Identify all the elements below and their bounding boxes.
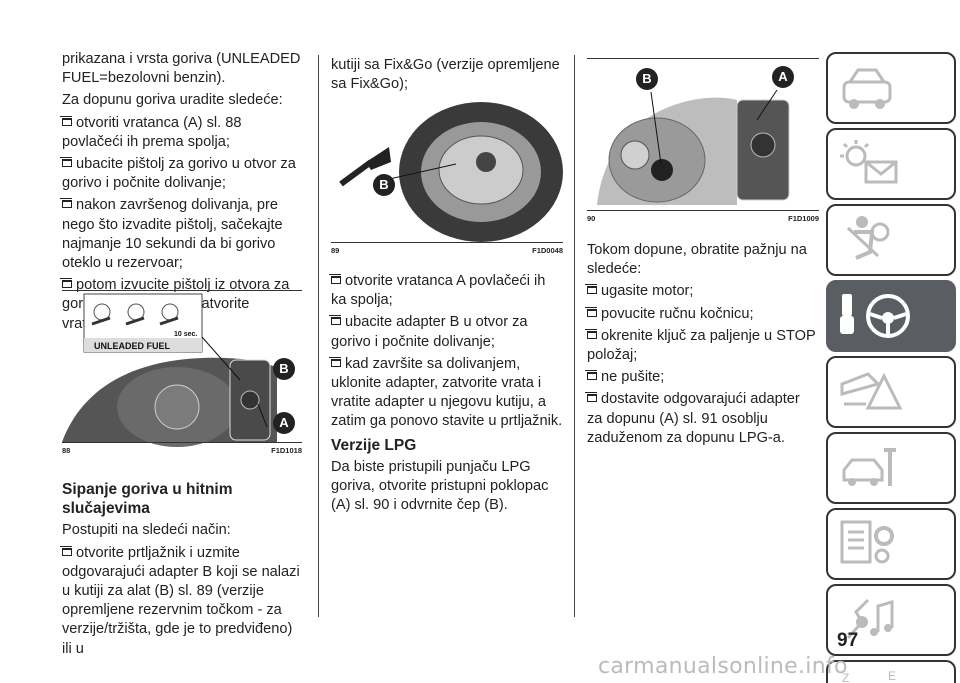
tab-dashboard[interactable] (826, 52, 956, 124)
watermark: carmanualsonline.info (598, 654, 848, 679)
list-item: okrenite ključ za paljenje u STOP položa… (585, 327, 819, 365)
bullet-icon (60, 115, 72, 126)
bullet-icon (585, 370, 597, 381)
bullet-icon (329, 274, 341, 284)
figure-number: 88 (62, 446, 71, 455)
tab-multimedia[interactable] (826, 584, 956, 656)
list-item-text: otvoriti vratanca (A) sl. 88 povlačeći i… (62, 114, 242, 150)
list-item: ubacite adapter B u otvor za gorivo i po… (329, 313, 563, 351)
figure-rule (587, 58, 819, 59)
safety-airbag-icon (846, 216, 890, 260)
figure-rule (587, 210, 819, 211)
paragraph: Da biste pristupili punjaču LPG goriva, … (331, 458, 549, 514)
warning-lights-icon (840, 140, 898, 184)
bullet-icon (60, 278, 72, 289)
figure-rule (62, 290, 302, 291)
list-item-text: ubacite adapter B u otvor za gorivo i po… (331, 314, 528, 350)
column-divider (318, 55, 319, 617)
bullet-icon (585, 306, 597, 317)
callout-a: A (772, 66, 794, 88)
column-3: Tokom dopune, obratite pažnju na sledeće… (585, 241, 819, 451)
list-item: otvoriti vratanca (A) sl. 88 povlačeći i… (60, 114, 302, 152)
figure-rule (331, 242, 563, 243)
car-dashboard-icon (842, 68, 892, 109)
list-item-text: otvorite prtljažnik i uzmite odgovarajuć… (62, 544, 300, 657)
list-item: nakon završenog dolivanja, pre nego što … (60, 196, 302, 273)
list-item: dostavite odgovarajući adapter za dopunu… (585, 390, 819, 448)
list-item-text: ne pušite; (601, 369, 665, 386)
list-item: ubacite pištolj za gorivo u otvor za gor… (60, 155, 302, 193)
fuel-door-illustration: UNLEADED FUEL 10 sec. (62, 293, 277, 447)
starting-driving-icon (840, 294, 910, 338)
bullet-icon (329, 356, 341, 367)
list-item-text: okrenite ključ za paljenje u STOP položa… (587, 327, 816, 364)
section-heading: Verzije LPG (331, 436, 417, 454)
figure-number: 90 (587, 214, 596, 223)
tab-warning-lights[interactable] (826, 128, 956, 200)
list-item-text: povucite ručnu kočnicu; (601, 305, 754, 322)
tab-emergency[interactable] (826, 356, 956, 428)
emergency-icon (840, 372, 903, 410)
sticker-time: 10 sec. (174, 331, 197, 338)
tab-technical-data[interactable] (826, 508, 956, 580)
paragraph: Za dopunu goriva uradite sledeće: (62, 92, 283, 109)
list-item: ugasite motor; (585, 282, 819, 301)
tab-maintenance[interactable] (826, 432, 956, 504)
figure-code: F1D1009 (788, 214, 819, 223)
list-item-text: kad završite sa dolivanjem, uklonite ada… (331, 355, 563, 430)
paragraph: prikazana i vrsta goriva (UNLEADED FUEL=… (62, 51, 301, 87)
callout-b: B (373, 174, 395, 196)
tab-safety[interactable] (826, 204, 956, 276)
list-item-text: nakon završenog dolivanja, pre nego što … (62, 197, 283, 272)
paragraph: kutiji sa Fix&Go (verzije opremljene sa … (331, 57, 560, 93)
list-item-text: ubacite pištolj za gorivo u otvor za gor… (62, 156, 296, 192)
column-2-lower: otvorite vratanca A povlačeći ih ka spol… (329, 272, 563, 518)
list-item: kad završite sa dolivanjem, uklonite ada… (329, 355, 563, 432)
index-icon: Z E A B C D (842, 669, 896, 683)
callout-a: A (273, 412, 295, 434)
column-2: kutiji sa Fix&Go (verzije opremljene sa … (331, 56, 563, 97)
figure-code: F1D1018 (271, 446, 302, 455)
paragraph: Postupiti na sledeći način: (62, 522, 231, 539)
tab-index[interactable]: Z E A B C D (826, 660, 956, 683)
multimedia-icon (846, 598, 894, 639)
bullet-icon (60, 545, 72, 556)
callout-b: B (636, 68, 658, 90)
tab-starting-driving[interactable] (826, 280, 956, 352)
list-item-text: dostavite odgovarajući adapter za dopunu… (587, 391, 800, 446)
list-item: ne pušite; (585, 368, 819, 387)
bullet-icon (585, 328, 597, 339)
figure-90: B A 90 F1D1009 (587, 58, 819, 228)
technical-data-icon (840, 520, 894, 564)
bullet-icon (585, 392, 597, 403)
spare-wheel-illustration (339, 92, 563, 242)
page-number: 97 (837, 630, 859, 651)
column-divider (574, 55, 575, 617)
sticker-label: UNLEADED FUEL (94, 341, 171, 351)
column-1-lower: Sipanje goriva u hitnim slučajevima Post… (60, 476, 302, 662)
column-1: prikazana i vrsta goriva (UNLEADED FUEL=… (60, 50, 302, 337)
bullet-icon (585, 284, 597, 295)
list-item: otvorite prtljažnik i uzmite odgovarajuć… (60, 544, 302, 659)
figure-88: UNLEADED FUEL 10 sec. B A 88 F1D1018 (62, 290, 302, 458)
figure-code: F1D0048 (532, 246, 563, 255)
figure-89: B 89 F1D0048 (331, 92, 563, 262)
lpg-filler-illustration (597, 89, 790, 205)
list-item: otvorite vratanca A povlačeći ih ka spol… (329, 272, 563, 310)
list-item-text: otvorite vratanca A povlačeći ih ka spol… (331, 273, 546, 309)
list-item-text: ugasite motor; (601, 283, 694, 300)
list-item: povucite ručnu kočnicu; (585, 305, 819, 324)
section-heading: Sipanje goriva u hitnim slučajevima (62, 481, 233, 518)
figure-number: 89 (331, 246, 340, 255)
svg-text:E: E (888, 669, 896, 683)
paragraph: Tokom dopune, obratite pažnju na sledeće… (587, 242, 807, 278)
svg-text:Z: Z (842, 671, 849, 683)
maintenance-icon (842, 448, 896, 486)
callout-b: B (273, 358, 295, 380)
bullet-icon (60, 198, 72, 209)
bullet-icon (60, 157, 72, 168)
figure-rule (62, 442, 302, 443)
bullet-icon (329, 315, 341, 326)
